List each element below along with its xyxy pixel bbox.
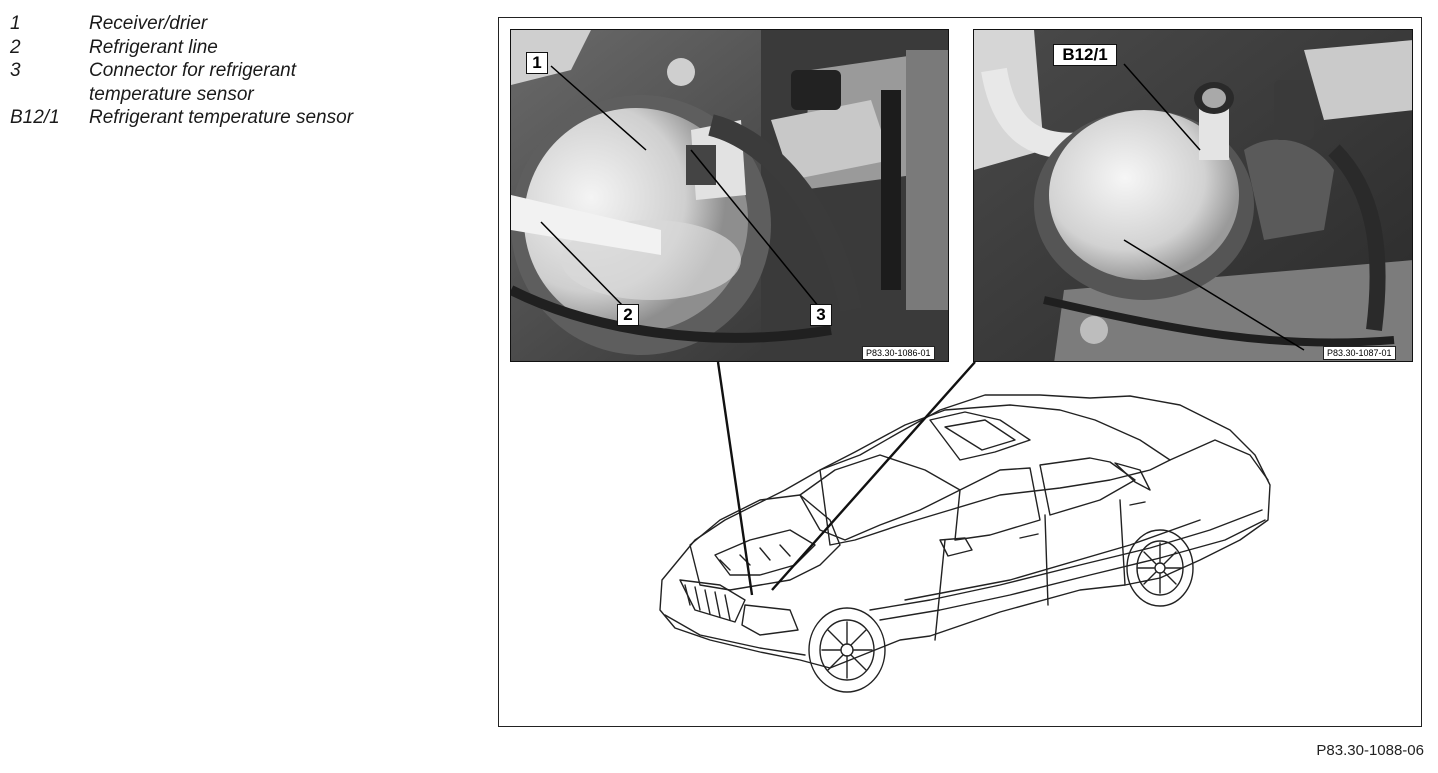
callout-3: 3: [810, 304, 832, 326]
callout-2: 2: [617, 304, 639, 326]
legend-key: B12/1: [10, 107, 60, 128]
legend-text: Refrigerant line: [89, 36, 218, 58]
callout-b12-1: B12/1: [1053, 44, 1117, 66]
photo-ref-right: P83.30-1087-01: [1323, 346, 1396, 360]
figure-id: P83.30-1088-06: [1316, 742, 1424, 759]
legend-item: 1 Receiver/drier: [10, 12, 480, 36]
legend: 1 Receiver/drier 2 Refrigerant line 3 Co…: [10, 12, 480, 130]
temperature-sensor-photo: [973, 29, 1413, 362]
legend-text: Refrigerant temperature sensor: [89, 107, 354, 128]
legend-item: 3 Connector for refrigerant temperature …: [10, 59, 480, 106]
receiver-drier-photo: [510, 29, 949, 362]
callout-1: 1: [526, 52, 548, 74]
legend-key: 2: [10, 36, 21, 58]
legend-item: B12/1 Refrigerant temperature sensor: [10, 106, 480, 130]
legend-key: 1: [10, 13, 21, 34]
legend-text: Connector for refrigerant temperature se…: [89, 60, 296, 105]
legend-item: 2 Refrigerant line: [10, 36, 480, 60]
legend-key: 3: [10, 60, 21, 81]
photo-ref-left: P83.30-1086-01: [862, 346, 935, 360]
legend-text: Receiver/drier: [89, 13, 208, 34]
